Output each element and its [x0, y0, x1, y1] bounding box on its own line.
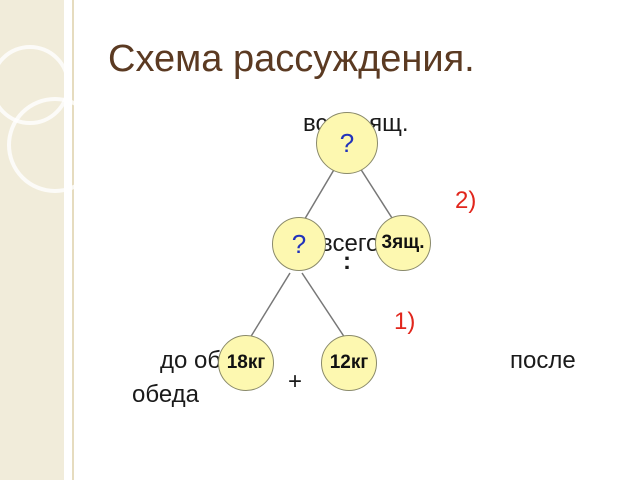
- connector-mid-right: [301, 272, 346, 339]
- total-weight-label: всего: [320, 230, 380, 257]
- after-lunch-label-continued: обеда: [132, 381, 199, 408]
- boxes-count-value: 3ящ.: [381, 232, 425, 253]
- node-total-weight: ?: [272, 217, 326, 271]
- slide-title: Схема рассуждения.: [108, 38, 475, 80]
- decorative-circles: [0, 45, 103, 193]
- division-sign: :: [343, 248, 351, 275]
- after-lunch-value: 12кг: [329, 352, 369, 373]
- step-1-label: 1): [394, 308, 416, 335]
- connector-top-left: [302, 167, 336, 223]
- node-total-boxes: ?: [316, 112, 378, 174]
- node-boxes-count: 3ящ.: [375, 215, 431, 271]
- decorative-side-strip: [0, 0, 64, 480]
- connector-mid-left: [249, 272, 291, 339]
- node-before-lunch: 18кг: [218, 335, 274, 391]
- after-lunch-label: после: [510, 347, 576, 374]
- plus-sign: +: [288, 368, 303, 395]
- step-2-label: 2): [455, 187, 477, 214]
- decorative-divider: [72, 0, 74, 480]
- node-after-lunch: 12кг: [321, 335, 377, 391]
- question-mark: ?: [339, 127, 355, 158]
- connector-top-right: [359, 167, 393, 219]
- question-mark: ?: [291, 228, 307, 259]
- before-lunch-value: 18кг: [226, 352, 266, 373]
